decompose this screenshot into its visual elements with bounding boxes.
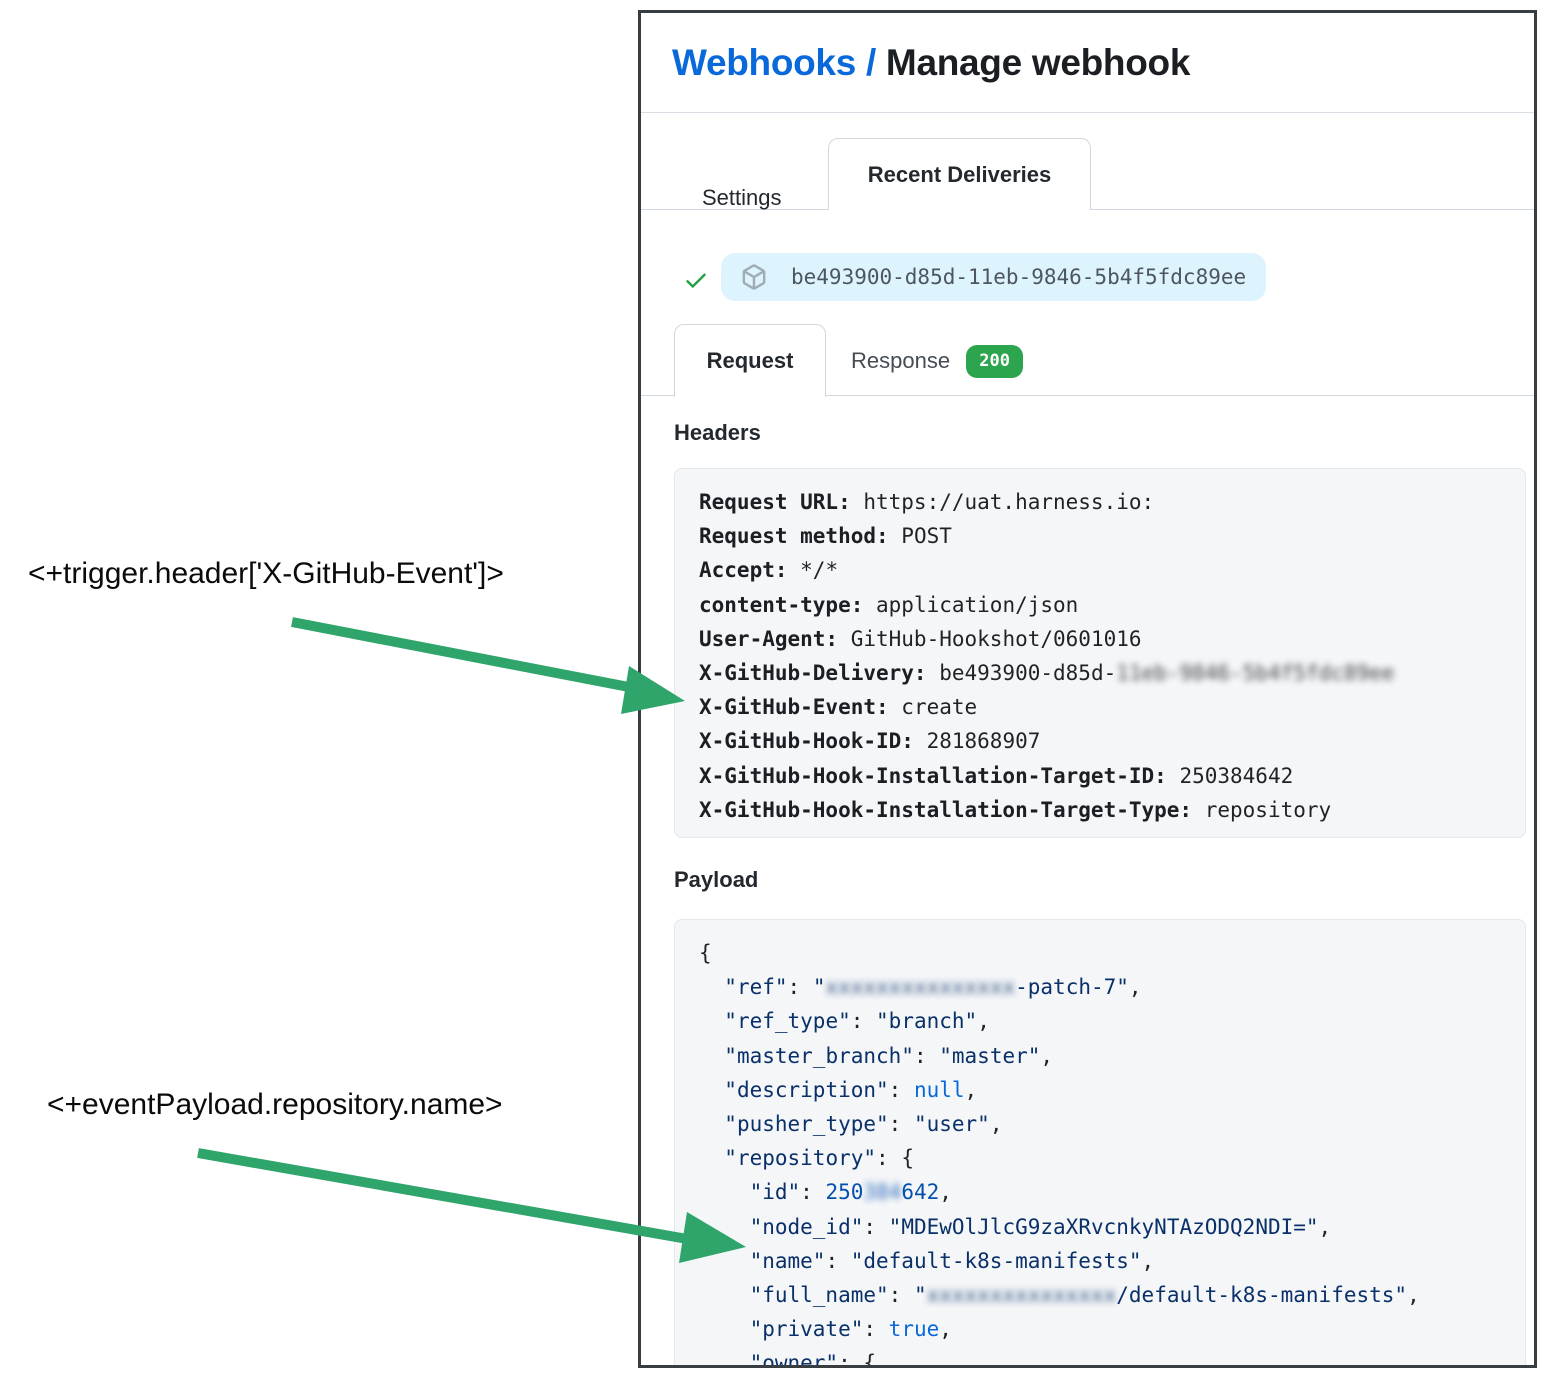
json-line: "name": "default-k8s-manifests",	[749, 1248, 1155, 1273]
json-line: "pusher_type": "user",	[724, 1112, 1003, 1137]
tab-response-label: Response	[851, 348, 951, 373]
tab-request[interactable]: Request	[674, 324, 826, 397]
headers-section-title: Headers	[674, 420, 761, 445]
blurred-text: xxxxxxxxxxxxxxx	[825, 975, 1016, 1000]
delivery-guid: be493900-d85d-11eb-9846-5b4f5fdc89ee	[791, 265, 1247, 289]
json-line: "description": null,	[724, 1077, 978, 1102]
webhooks-breadcrumb-link[interactable]: Webhooks /	[672, 42, 876, 83]
json-line: "repository": {	[724, 1146, 914, 1171]
blurred-text: 384	[863, 1180, 902, 1205]
json-line: "owner": {	[749, 1351, 877, 1368]
header-line: User-Agent: GitHub-Hookshot/0601016	[699, 626, 1142, 651]
event-payload-expression-label: <+eventPayload.repository.name>	[47, 1088, 503, 1121]
blurred-text: 11eb-9846-5b4f5fdc89ee	[1116, 661, 1395, 686]
tab-response[interactable]: Response 200	[851, 331, 1024, 391]
delivery-row: be493900-d85d-11eb-9846-5b4f5fdc89ee	[683, 253, 1266, 301]
header-line: Request method: POST	[699, 524, 952, 549]
header-line: X-GitHub-Delivery: be493900-d85d-11eb-98…	[699, 661, 1395, 686]
tab-recent-deliveries[interactable]: Recent Deliveries	[828, 138, 1091, 210]
payload-content: { "ref": "xxxxxxxxxxxxxxx-patch-7", "ref…	[675, 920, 1525, 1368]
json-line: "ref": "xxxxxxxxxxxxxxx-patch-7",	[724, 975, 1142, 1000]
headers-content: Request URL: https://uat.harness.io: Requ…	[675, 469, 1525, 827]
blurred-text: xxxxxxxxxxxxxxx	[926, 1283, 1117, 1308]
arrow-to-x-github-event	[291, 617, 685, 714]
response-status-badge: 200	[966, 344, 1024, 378]
json-line: "node_id": "MDEwOlJlcG9zaXRvcnkyNTAzODQ2…	[749, 1214, 1332, 1239]
title-divider	[641, 112, 1534, 113]
header-line: X-GitHub-Event: create	[699, 695, 978, 720]
headers-code-block: Request URL: https://uat.harness.io: Requ…	[674, 468, 1526, 838]
payload-code-block: { "ref": "xxxxxxxxxxxxxxx-patch-7", "ref…	[674, 919, 1526, 1368]
tab-settings[interactable]: Settings	[702, 185, 782, 210]
webhook-panel: Webhooks / Manage webhook Settings Recen…	[638, 10, 1537, 1368]
header-line: X-GitHub-Hook-Installation-Target-Type: …	[699, 797, 1332, 822]
manage-webhook-title: Manage webhook	[875, 42, 1191, 83]
header-line: X-GitHub-Hook-ID: 281868907	[699, 729, 1041, 754]
json-line: "full_name": "xxxxxxxxxxxxxxx/default-k8…	[749, 1283, 1420, 1308]
delivery-success-check-icon	[683, 267, 709, 293]
json-line: "master_branch": "master",	[724, 1043, 1054, 1068]
header-line: content-type: application/json	[699, 592, 1079, 617]
payload-section-title: Payload	[674, 867, 759, 892]
header-line: Request URL: https://uat.harness.io:	[699, 490, 1155, 514]
json-line: "ref_type": "branch",	[724, 1009, 990, 1034]
json-line: "id": 250384642,	[749, 1180, 952, 1205]
subtab-bar-divider	[641, 395, 1534, 396]
package-icon	[741, 264, 767, 290]
page-title: Webhooks / Manage webhook	[672, 42, 1190, 84]
trigger-header-expression-label: <+trigger.header['X-GitHub-Event']>	[28, 557, 504, 590]
json-line: {	[699, 941, 712, 965]
json-line: "private": true,	[749, 1317, 952, 1342]
delivery-guid-pill[interactable]: be493900-d85d-11eb-9846-5b4f5fdc89ee	[721, 253, 1266, 301]
header-line: X-GitHub-Hook-Installation-Target-ID: 25…	[699, 763, 1294, 788]
header-line: Accept: */*	[699, 558, 839, 583]
